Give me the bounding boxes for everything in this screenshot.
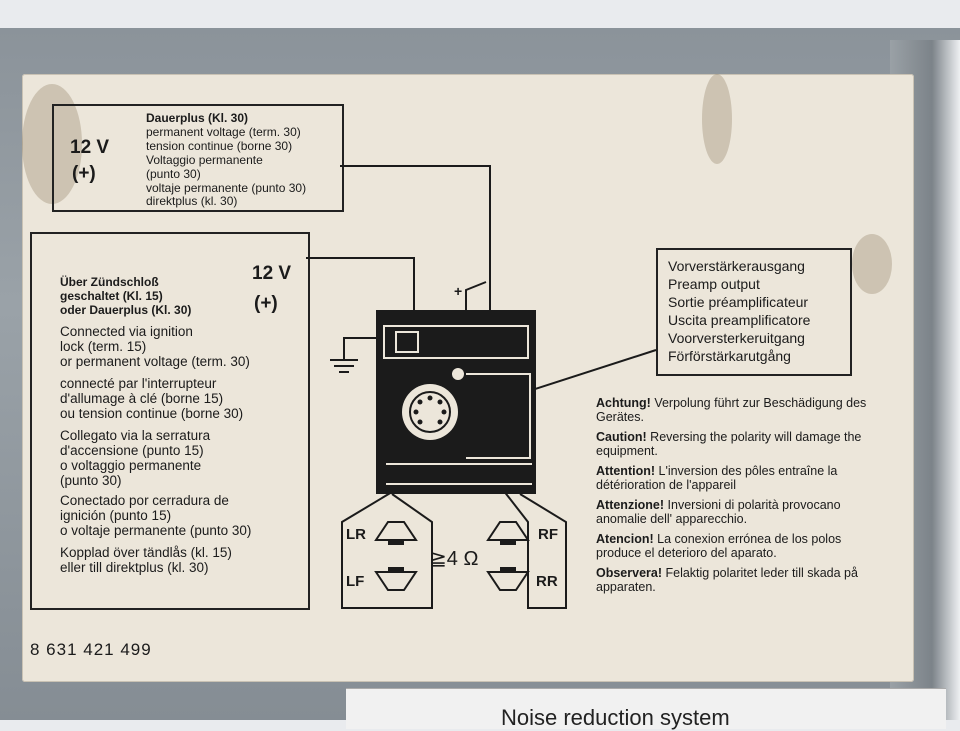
perm-voltage: 12 V (70, 137, 110, 158)
perm-polarity: (+) (72, 163, 96, 184)
perm-line-1: permanent voltage (term. 30) (146, 125, 301, 139)
ign-bold-1: geschaltet (Kl. 15) (60, 289, 163, 303)
preamp-line-5: Förförstärkarutgång (668, 348, 791, 364)
speaker-lr-icon (374, 521, 418, 541)
permanent-voltage-box: 12 V (+) Dauerplus (Kl. 30) permanent vo… (52, 104, 344, 212)
ign-line-14: eller till direktplus (kl. 30) (60, 560, 209, 575)
preamp-line-4: Voorversterkeruitgang (668, 330, 805, 346)
perm-line-3: Voltaggio permanente (146, 153, 263, 167)
screw-icon (452, 368, 464, 380)
ign-bold-0: Über Zündschloß (60, 275, 159, 289)
warning-fr: Attention! L'inversion des pôles entraîn… (596, 464, 838, 492)
preamp-line-2: Sortie préamplificateur (668, 294, 809, 310)
ign-line-7: d'accensione (punto 15) (60, 443, 204, 458)
ign-line-9: (punto 30) (60, 473, 122, 488)
part-number: 8 631 421 499 (30, 640, 152, 659)
speaker-rr-icon (486, 571, 530, 591)
ign-line-8: o voltaggio permanente (60, 458, 202, 473)
ign-line-10: Conectado por cerradura de (60, 493, 229, 508)
bottom-label-text: Noise reduction system (501, 705, 730, 730)
ignition-box: 12 V (+) Über Zündschloß geschaltet (Kl.… (30, 232, 310, 610)
speaker-rr-label: RR (536, 573, 558, 590)
warning-sv: Observera! Felaktig polaritet leder till… (596, 566, 858, 594)
ign-line-4: d'allumage à clé (borne 15) (60, 391, 224, 406)
bottom-label: Noise reduction system (346, 688, 946, 730)
switch-plus-label: + (454, 283, 463, 299)
speaker-lf-label: LF (346, 573, 365, 590)
ign-voltage: 12 V (252, 263, 292, 284)
perm-line-4: (punto 30) (146, 167, 201, 181)
impedance-label: ≧4 Ω (430, 548, 479, 570)
preamp-line-1: Preamp output (668, 276, 760, 292)
ign-line-12: o voltaje permanente (punto 30) (60, 523, 252, 538)
preamp-line-3: Uscita preamplificatore (668, 312, 811, 328)
polarity-warnings: Achtung! Verpolung führt zur Beschädigun… (596, 396, 868, 600)
ign-polarity: (+) (254, 293, 278, 314)
warning-en: Caution! Reversing the polarity will dam… (596, 430, 862, 458)
stain (702, 74, 732, 164)
ign-line-5: ou tension continue (borne 30) (60, 406, 244, 421)
perm-line-0: Dauerplus (Kl. 30) (146, 111, 249, 125)
perm-line-5: voltaje permanente (punto 30) (146, 181, 307, 195)
stain (852, 234, 892, 294)
speaker-lr-label: LR (346, 526, 366, 543)
ign-line-13: Kopplad över tändlås (kl. 15) (60, 545, 232, 560)
ign-line-2: or permanent voltage (term. 30) (60, 354, 250, 369)
preamp-box: Vorverstärkerausgang Preamp output Sorti… (656, 248, 852, 376)
speaker-lf-icon (374, 571, 418, 591)
speaker-rf-icon (486, 521, 530, 541)
ign-line-0: Connected via ignition (60, 324, 193, 339)
speaker-rf-label: RF (538, 526, 558, 543)
ign-line-3: connecté par l'interrupteur (60, 376, 217, 391)
ign-line-6: Collegato via la serratura (60, 428, 211, 443)
ign-line-11: ignición (punto 15) (60, 508, 172, 523)
perm-line-2: tension continue (borne 30) (146, 139, 293, 153)
ign-line-1: lock (term. 15) (60, 339, 147, 354)
preamp-line-0: Vorverstärkerausgang (668, 258, 805, 274)
ign-bold-2: oder Dauerplus (Kl. 30) (60, 303, 192, 317)
warning-es: Atencion! La conexion errónea de los pol… (596, 532, 842, 560)
perm-line-6: direktplus (kl. 30) (146, 194, 238, 208)
warning-it: Attenzione! Inversioni di polarità provo… (596, 498, 841, 526)
warning-de: Achtung! Verpolung führt zur Beschädigun… (596, 396, 867, 424)
